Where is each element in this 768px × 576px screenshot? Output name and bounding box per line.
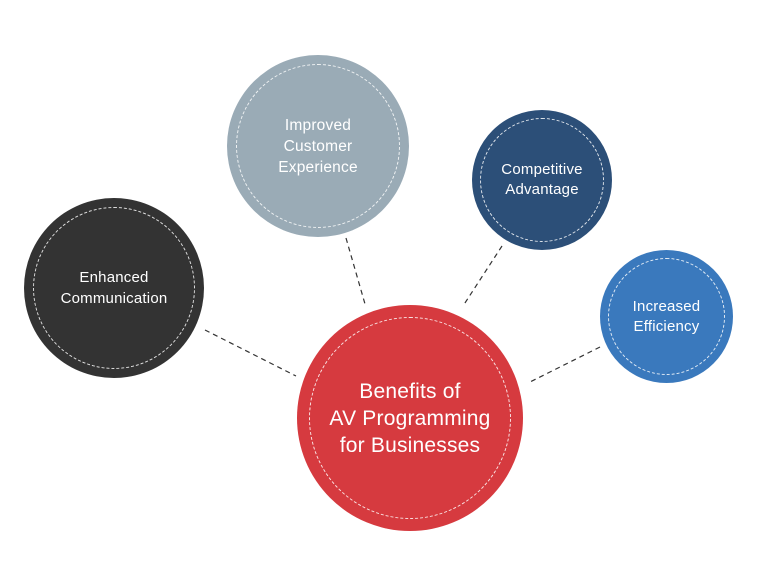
node-increased-efficiency: Increased Efficiency	[600, 250, 733, 383]
node-label: Competitive Advantage	[501, 161, 583, 198]
node-label: Improved Customer Experience	[278, 116, 358, 176]
node-label: Enhanced Communication	[60, 269, 168, 307]
node-label: Increased Efficiency	[632, 297, 701, 335]
connector-efficiency	[529, 346, 601, 383]
node-enhanced-communication: Enhanced Communication	[24, 198, 204, 378]
hub-label: Benefits of AV Programming for Businesse…	[329, 379, 491, 457]
connector-communication	[204, 329, 297, 377]
hub-benefits: Benefits of AV Programming for Businesse…	[297, 305, 523, 531]
connector-customer	[345, 237, 366, 305]
node-competitive-advantage: Competitive Advantage	[472, 110, 612, 250]
connector-competitive	[462, 245, 503, 307]
node-customer-experience: Improved Customer Experience	[227, 55, 409, 237]
